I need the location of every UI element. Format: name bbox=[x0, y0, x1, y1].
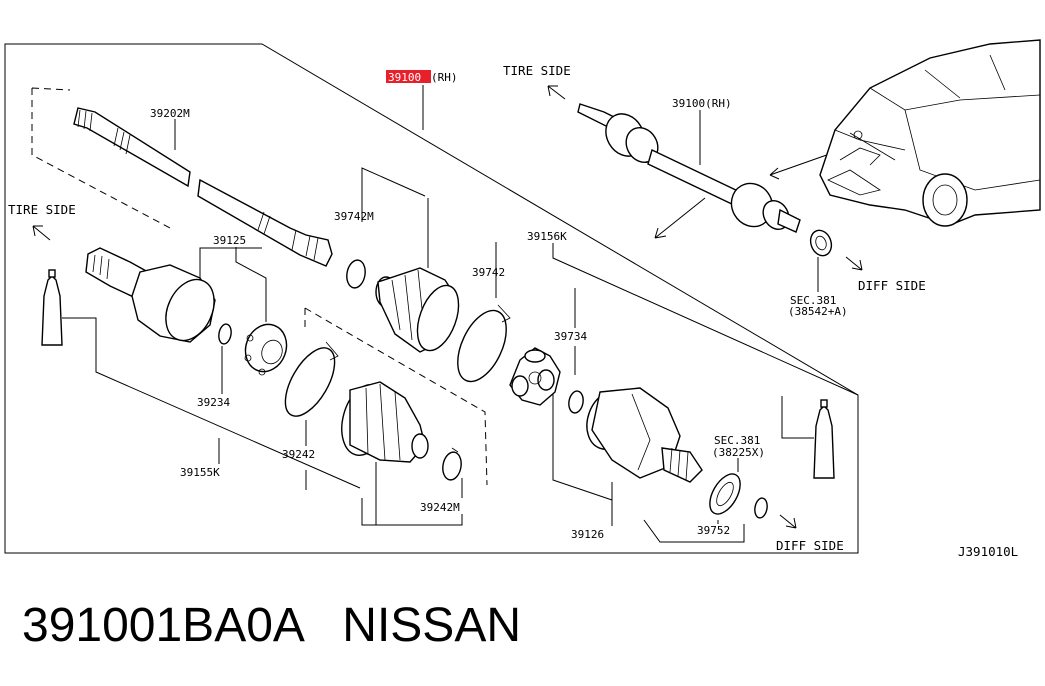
arrow-to-exploded bbox=[654, 197, 706, 239]
highlight-box bbox=[386, 70, 431, 83]
grease-bottle-right bbox=[813, 399, 835, 479]
label-39156k[interactable]: 39156K bbox=[527, 230, 567, 243]
label-diff-side-right: DIFF SIDE bbox=[858, 278, 926, 293]
circlip-39752 bbox=[754, 497, 768, 519]
label-39242[interactable]: 39242 bbox=[282, 448, 315, 461]
vehicle-illustration bbox=[819, 39, 1041, 227]
shaft-39202m bbox=[73, 107, 333, 267]
arrow-diff-side-right bbox=[845, 256, 863, 271]
part-caption: 391001BA0A NISSAN bbox=[22, 598, 521, 653]
axle-assembly bbox=[577, 103, 801, 233]
label-tire-side-left: TIRE SIDE bbox=[8, 202, 76, 217]
boot-diff-side bbox=[341, 381, 429, 463]
diagram-code: J391010L bbox=[958, 544, 1018, 559]
label-39234[interactable]: 39234 bbox=[197, 396, 230, 409]
highlight-suffix-label: (RH) bbox=[431, 71, 458, 84]
band-39742 bbox=[457, 309, 507, 383]
circlip-39234 bbox=[218, 323, 232, 345]
grease-bottle-left bbox=[41, 269, 63, 346]
label-39242m[interactable]: 39242M bbox=[420, 501, 460, 514]
boot-dashed-region bbox=[304, 307, 488, 486]
seal-38542 bbox=[809, 229, 833, 257]
highlight-part-label[interactable]: 39100 bbox=[388, 71, 421, 84]
label-39155k[interactable]: 39155K bbox=[180, 466, 220, 479]
label-39742m[interactable]: 39742M bbox=[334, 210, 374, 223]
tripod-39734 bbox=[509, 347, 561, 406]
snap-ring bbox=[568, 390, 584, 414]
inner-race-39125 bbox=[244, 323, 288, 376]
arrow-tire-side-left bbox=[32, 225, 51, 241]
outer-joint-housing bbox=[85, 247, 216, 343]
label-tire-side-top: TIRE SIDE bbox=[503, 63, 571, 78]
clamp-39742m bbox=[346, 259, 366, 289]
arrow-tire-side-top bbox=[547, 85, 566, 100]
clamp-39242m bbox=[442, 451, 462, 481]
label-39752[interactable]: 39752 bbox=[697, 524, 730, 537]
label-sec381-a: SEC.381 bbox=[790, 294, 836, 307]
label-sec381-b-sub: (38225X) bbox=[712, 446, 765, 459]
band-39242 bbox=[284, 347, 336, 417]
label-39734[interactable]: 39734 bbox=[554, 330, 587, 343]
label-39126[interactable]: 39126 bbox=[571, 528, 604, 541]
brand-name: NISSAN bbox=[342, 599, 521, 652]
label-39125[interactable]: 39125 bbox=[213, 234, 246, 247]
part-number: 391001BA0A bbox=[22, 599, 303, 652]
inner-joint-housing bbox=[586, 387, 703, 483]
diagram-frame bbox=[4, 43, 859, 554]
boot-tire-side bbox=[375, 267, 460, 353]
label-39202m[interactable]: 39202M bbox=[150, 107, 190, 120]
seal-38225x bbox=[709, 473, 741, 515]
label-sec381-b: SEC.381 bbox=[714, 434, 760, 447]
arrow-diff-side-bottom bbox=[779, 514, 797, 529]
label-39742[interactable]: 39742 bbox=[472, 266, 505, 279]
label-39100-rh[interactable]: 39100(RH) bbox=[672, 97, 732, 110]
shaft-dashed-region bbox=[31, 87, 171, 229]
label-sec381-a-sub: (38542+A) bbox=[788, 305, 848, 318]
label-diff-side-bottom: DIFF SIDE bbox=[776, 538, 844, 553]
